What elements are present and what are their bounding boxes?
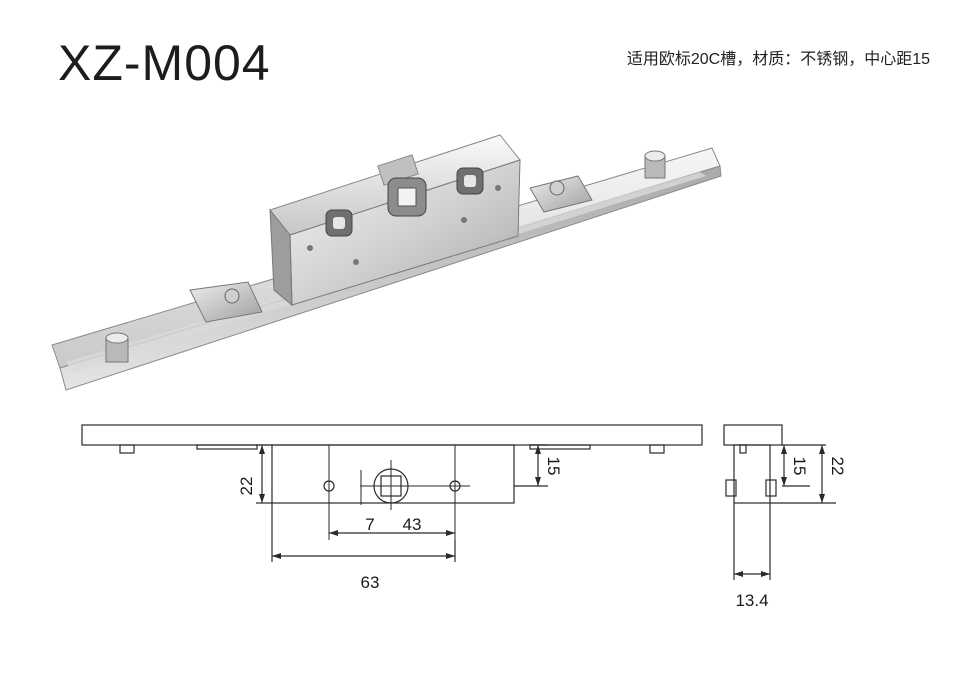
dim-side-13-4: 13.4 xyxy=(735,591,768,610)
dim-offset-7: 7 xyxy=(365,515,374,534)
pin-left xyxy=(105,332,129,363)
spec-description: 适用欧标20C槽，材质：不锈钢，中心距15 xyxy=(626,51,930,68)
dim-width-63: 63 xyxy=(361,573,380,592)
pin-right xyxy=(644,150,666,179)
side-view-outline xyxy=(723,424,783,446)
slider-left xyxy=(189,281,263,323)
dim-side-15: 15 xyxy=(790,457,809,476)
dim-height-22: 22 xyxy=(237,477,256,496)
model-title: XZ-M004 xyxy=(58,35,271,91)
product-photo xyxy=(51,134,722,391)
lock-body xyxy=(269,134,521,307)
dim-side-22: 22 xyxy=(828,457,847,476)
rail-outline xyxy=(81,424,703,446)
slider-right xyxy=(529,175,593,213)
lock-body-outline xyxy=(271,444,515,504)
dim-center-43: 43 xyxy=(403,515,422,534)
dim-offset-15: 15 xyxy=(544,457,563,476)
